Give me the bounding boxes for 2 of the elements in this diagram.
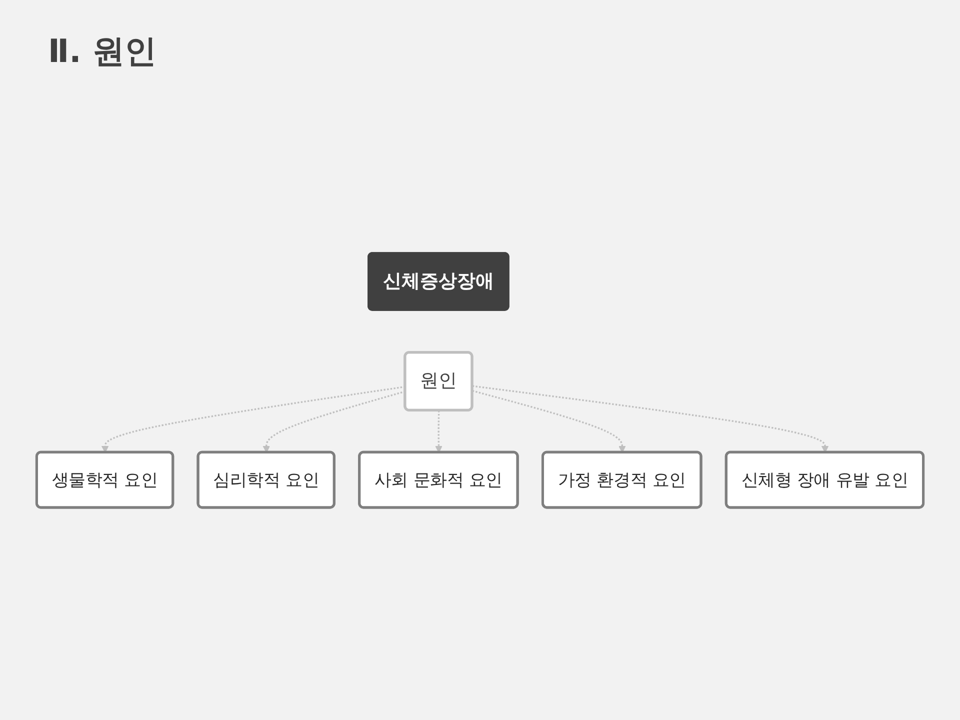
slide-title: Ⅱ. 원인 xyxy=(48,31,156,72)
arrow xyxy=(435,410,442,453)
